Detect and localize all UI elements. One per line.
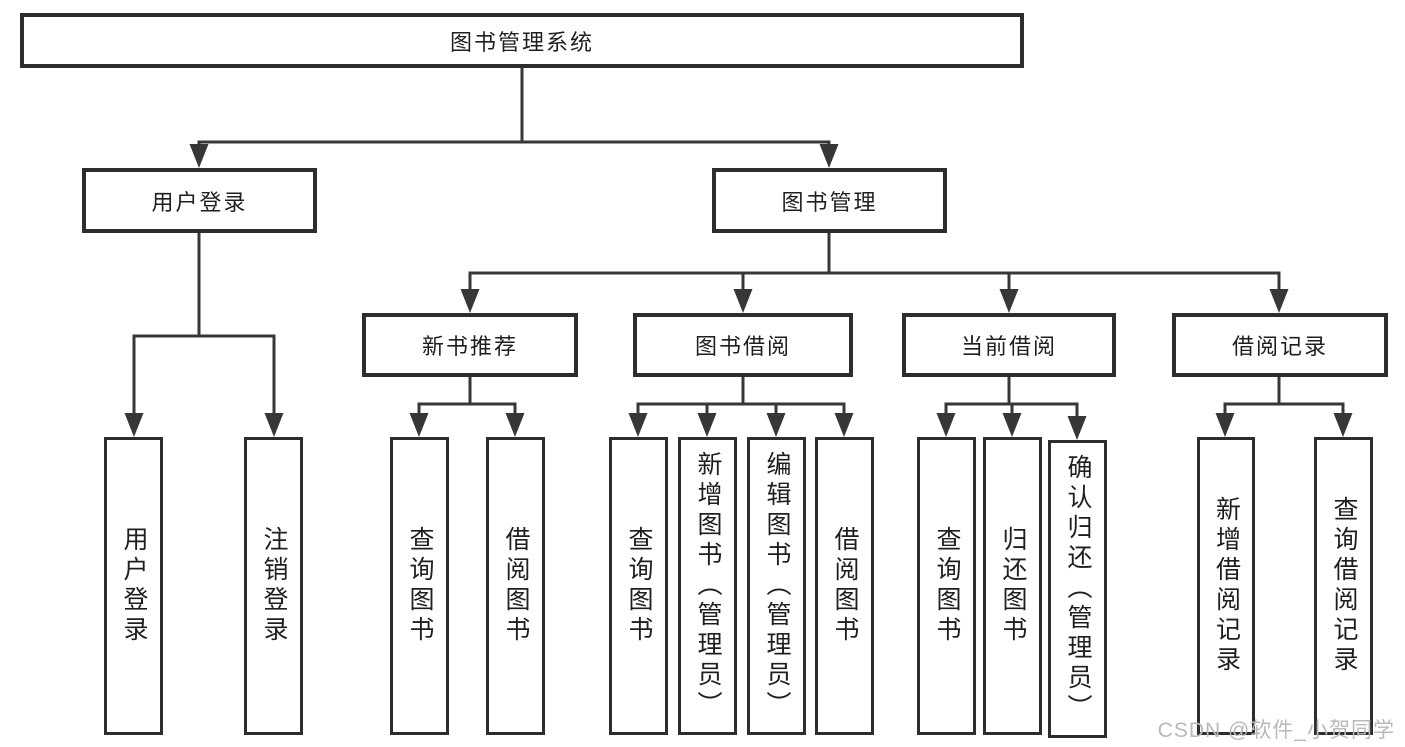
leaf-return-books: 归还图书	[983, 437, 1042, 735]
leaf-edit-books-admin: 编辑图书（管理员）	[747, 437, 806, 735]
arrowheads	[124, 144, 1353, 440]
node-new-book-recommend: 新书推荐	[362, 313, 578, 377]
leaf-add-borrow-record: 新增借阅记录	[1197, 437, 1255, 735]
connector-bookmgmt-to-level3	[468, 231, 1281, 293]
connector-root-to-level2	[197, 66, 831, 148]
node-borrow-records: 借阅记录	[1172, 313, 1388, 377]
node-system-root: 图书管理系统	[20, 13, 1024, 68]
connector-borrowing-to-leaves	[636, 375, 846, 416]
leaf-query-books-current: 查询图书	[917, 437, 976, 735]
node-book-management-label: 图书管理	[781, 189, 878, 215]
leaf-edit-books-admin-label: 编辑图书（管理员）	[763, 451, 791, 721]
leaf-borrow-books-borrowing-label: 借阅图书	[831, 526, 859, 646]
connector-current-to-leaves	[944, 375, 1079, 419]
leaf-query-books-borrowing-label: 查询图书	[625, 526, 653, 646]
leaf-add-books-admin: 新增图书（管理员）	[678, 437, 737, 735]
node-current-borrowing: 当前借阅	[902, 313, 1116, 377]
connector-records-to-leaves	[1223, 375, 1345, 416]
leaf-borrow-books-recommend-label: 借阅图书	[502, 526, 530, 646]
node-current-borrowing-label: 当前借阅	[960, 334, 1057, 359]
node-user-login-label: 用户登录	[151, 189, 248, 215]
node-borrow-records-label: 借阅记录	[1231, 334, 1328, 359]
leaf-confirm-return-admin-label: 确认归还（管理员）	[1064, 454, 1092, 724]
leaf-query-borrow-record-label: 查询借阅记录	[1330, 496, 1358, 676]
leaf-user-login: 用户登录	[104, 437, 163, 735]
leaf-query-books-recommend-label: 查询图书	[406, 526, 434, 646]
leaf-add-borrow-record-label: 新增借阅记录	[1212, 496, 1241, 676]
leaf-logout: 注销登录	[244, 437, 303, 735]
leaf-query-borrow-record: 查询借阅记录	[1314, 437, 1373, 735]
leaf-return-books-label: 归还图书	[999, 526, 1027, 646]
leaf-user-login-label: 用户登录	[120, 526, 148, 646]
node-system-root-label: 图书管理系统	[449, 29, 594, 55]
node-new-book-recommend-label: 新书推荐	[421, 334, 518, 359]
leaf-confirm-return-admin: 确认归还（管理员）	[1048, 440, 1107, 738]
leaf-borrow-books-borrowing: 借阅图书	[815, 437, 874, 735]
leaf-query-books-borrowing: 查询图书	[609, 437, 668, 735]
watermark-credit: CSDN @软件_小贺同学	[1157, 719, 1395, 742]
connector-recommend-to-leaves	[417, 375, 517, 416]
node-user-login: 用户登录	[82, 168, 317, 233]
leaf-query-books-recommend: 查询图书	[390, 437, 449, 735]
leaf-logout-label: 注销登录	[260, 526, 288, 646]
connector-userlogin-to-leaves	[132, 231, 276, 416]
leaf-add-books-admin-label: 新增图书（管理员）	[694, 451, 722, 721]
node-book-management: 图书管理	[712, 168, 947, 233]
leaf-borrow-books-recommend: 借阅图书	[486, 437, 545, 735]
node-book-borrowing: 图书借阅	[633, 313, 853, 377]
node-book-borrowing-label: 图书借阅	[694, 334, 791, 359]
leaf-query-books-current-label: 查询图书	[933, 526, 961, 646]
